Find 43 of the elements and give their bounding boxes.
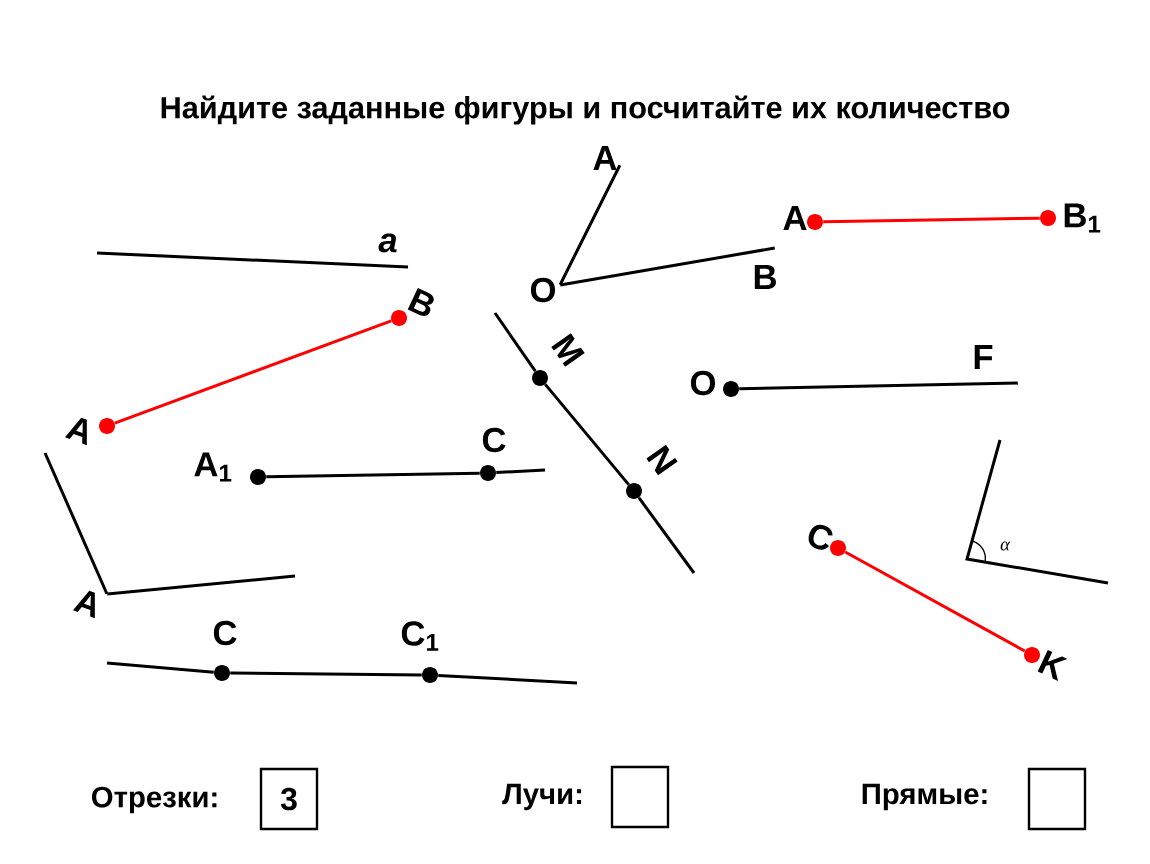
- line-segment: [544, 383, 630, 486]
- line-segment: [496, 468, 546, 475]
- answer-box: 3: [259, 767, 319, 831]
- point-label: A: [65, 417, 87, 446]
- title: Найдите заданные фигуры и посчитайте их количество: [161, 95, 1010, 125]
- answer-label: Прямые:: [862, 783, 987, 811]
- line-segment: [637, 496, 696, 574]
- line-segment: [844, 550, 1026, 653]
- line-segment: [560, 246, 775, 287]
- line-segment: [106, 661, 214, 674]
- line-segment: [739, 381, 1018, 391]
- point-label: B: [754, 265, 776, 289]
- point-label: A: [73, 590, 95, 619]
- line-segment: [438, 673, 578, 685]
- line-segment: [114, 319, 392, 425]
- line-segment: [230, 671, 422, 677]
- line-name: a: [378, 233, 397, 253]
- answer-label: Лучи:: [502, 783, 582, 811]
- point-label: M: [551, 333, 585, 367]
- point-label: O: [530, 277, 556, 303]
- point-label: C: [808, 524, 833, 550]
- line-segment: [266, 471, 480, 479]
- line-segment: [823, 216, 1040, 224]
- point-label: A$_{1}$: [194, 452, 232, 482]
- point-label: C: [482, 427, 506, 453]
- line-segment: [558, 164, 622, 286]
- line-segment: [493, 312, 537, 373]
- point-label: A: [593, 146, 617, 170]
- answer-box: [610, 765, 670, 829]
- point-label: N: [646, 444, 678, 476]
- point-label: A: [783, 206, 807, 230]
- angle-name: α: [1000, 541, 1011, 551]
- line-segment: [43, 452, 109, 595]
- point-label: K: [1037, 649, 1068, 681]
- point-label: C$_{1}$: [401, 621, 439, 651]
- answer-label: Отрезки:: [92, 786, 217, 814]
- line-segment: [107, 574, 296, 596]
- point-label: B$_{1}$: [1064, 203, 1101, 233]
- point-label: B: [407, 287, 434, 316]
- answer-box: [1027, 767, 1087, 831]
- point-label: F: [974, 345, 993, 369]
- point-label: O: [690, 370, 716, 396]
- point-label: C: [213, 620, 237, 646]
